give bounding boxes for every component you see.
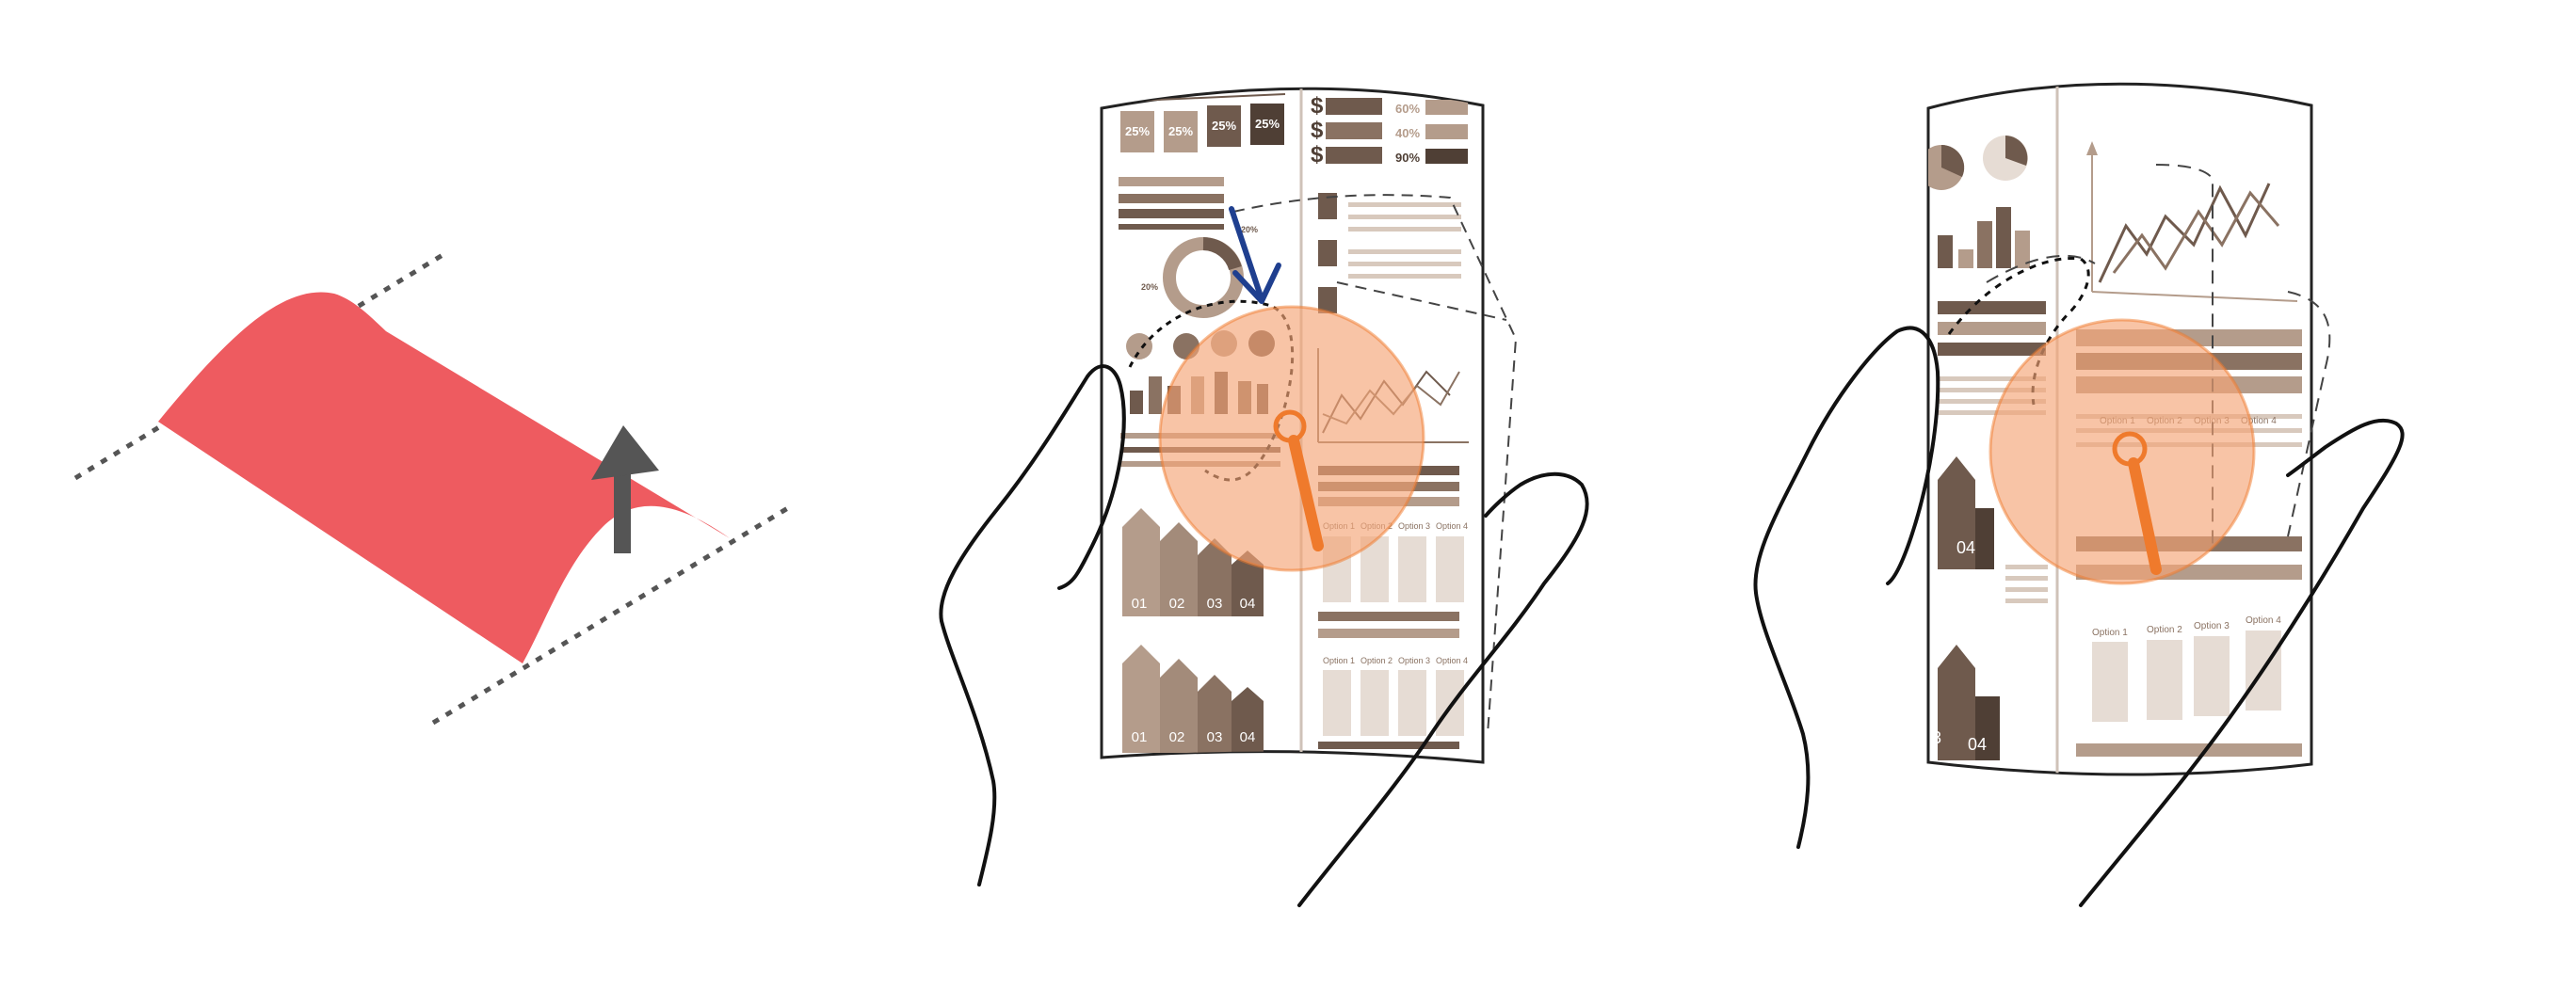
svg-text:04: 04 (1240, 596, 1256, 612)
svg-text:40%: 40% (1395, 126, 1420, 140)
line-chart (2086, 141, 2298, 302)
bend-up-arrow-icon (591, 425, 659, 553)
option-columns-lower: Option 1 Option 2 Option 3 Option 4 (1323, 656, 1468, 736)
svg-text:Option 4: Option 4 (1436, 521, 1468, 531)
svg-text:25%: 25% (1212, 119, 1236, 133)
svg-text:$: $ (1311, 142, 1324, 168)
text-block (2005, 565, 2048, 603)
panel-device-gesture-1: 25% 25% 25% 25% (939, 87, 1589, 907)
dollar-row: $ 40% (1311, 118, 1468, 143)
selection-dotted-curve (1947, 256, 2090, 406)
bend-surface (158, 292, 730, 663)
svg-text:Option 4: Option 4 (1436, 656, 1468, 665)
svg-text:20%: 20% (1241, 225, 1258, 234)
svg-text:90%: 90% (1395, 151, 1420, 165)
svg-text:Option 1: Option 1 (2092, 628, 2128, 638)
text-block (1938, 376, 2046, 415)
svg-text:04: 04 (1956, 538, 1975, 557)
house-infographic-top: 01 02 03 04 (1122, 508, 1264, 616)
gesture-arrow-icon (1229, 206, 1281, 304)
dollar-row: $ 60% (1311, 93, 1468, 119)
bend-axis-icon (431, 503, 793, 726)
svg-text:Option 1: Option 1 (1323, 656, 1355, 665)
svg-text:02: 02 (1169, 729, 1185, 745)
svg-text:01: 01 (1132, 596, 1148, 612)
svg-text:01: 01 (1132, 729, 1148, 745)
bend-ghost-outline (2155, 164, 2214, 546)
hand-outline-icon (1753, 326, 2405, 907)
mini-bar-chart (1938, 207, 2030, 268)
svg-text:Option 3: Option 3 (1398, 521, 1430, 531)
infographic-screen: 25% 25% 25% 25% (1115, 88, 1469, 763)
svg-text:20%: 20% (1141, 282, 1158, 292)
svg-text:03: 03 (1207, 729, 1223, 745)
svg-text:02: 02 (1169, 596, 1185, 612)
house-infographic: 04 (1938, 456, 1994, 569)
svg-text:25%: 25% (1125, 124, 1150, 138)
svg-text:$: $ (1311, 118, 1324, 143)
svg-text:04: 04 (1240, 729, 1256, 745)
svg-text:Option 2: Option 2 (1360, 656, 1393, 665)
magnifier-lens-icon (1158, 305, 1425, 572)
percent-box: 25% (1164, 111, 1198, 152)
text-block (1318, 193, 1461, 313)
bend-axis-icon (73, 249, 449, 481)
svg-text:Option 2: Option 2 (2147, 625, 2182, 635)
svg-text:Option 3: Option 3 (1398, 656, 1430, 665)
house-infographic-bottom: 01 02 03 04 (1122, 645, 1264, 753)
svg-text:$: $ (1311, 93, 1324, 119)
panel-device-gesture-2: 04 04 3 (1753, 82, 2405, 907)
svg-text:03: 03 (1207, 596, 1223, 612)
svg-text:04: 04 (1968, 735, 1987, 754)
percent-box: 25% (1120, 111, 1154, 152)
magnifier-lens-icon (1988, 318, 2256, 585)
hand-outline-icon (939, 364, 1589, 907)
dollar-row: $ 90% (1311, 142, 1468, 168)
people-pictogram-row (1119, 177, 1224, 230)
svg-text:3: 3 (1932, 728, 1941, 747)
svg-text:Option 4: Option 4 (2241, 416, 2277, 426)
percent-box: 25% (1250, 104, 1284, 145)
percent-box: 25% (1207, 105, 1241, 147)
svg-text:25%: 25% (1168, 124, 1193, 138)
option-columns-lower: Option 1 Option 2 Option 3 Option 4 (2092, 615, 2281, 722)
svg-text:Option 3: Option 3 (2194, 621, 2230, 631)
bend-ghost-outline (1232, 194, 1518, 735)
svg-text:25%: 25% (1255, 117, 1280, 131)
svg-text:60%: 60% (1395, 102, 1420, 116)
panel-bend-illustration (73, 249, 793, 726)
svg-text:Option 4: Option 4 (2246, 615, 2281, 626)
house-infographic: 04 3 (1932, 645, 2000, 760)
